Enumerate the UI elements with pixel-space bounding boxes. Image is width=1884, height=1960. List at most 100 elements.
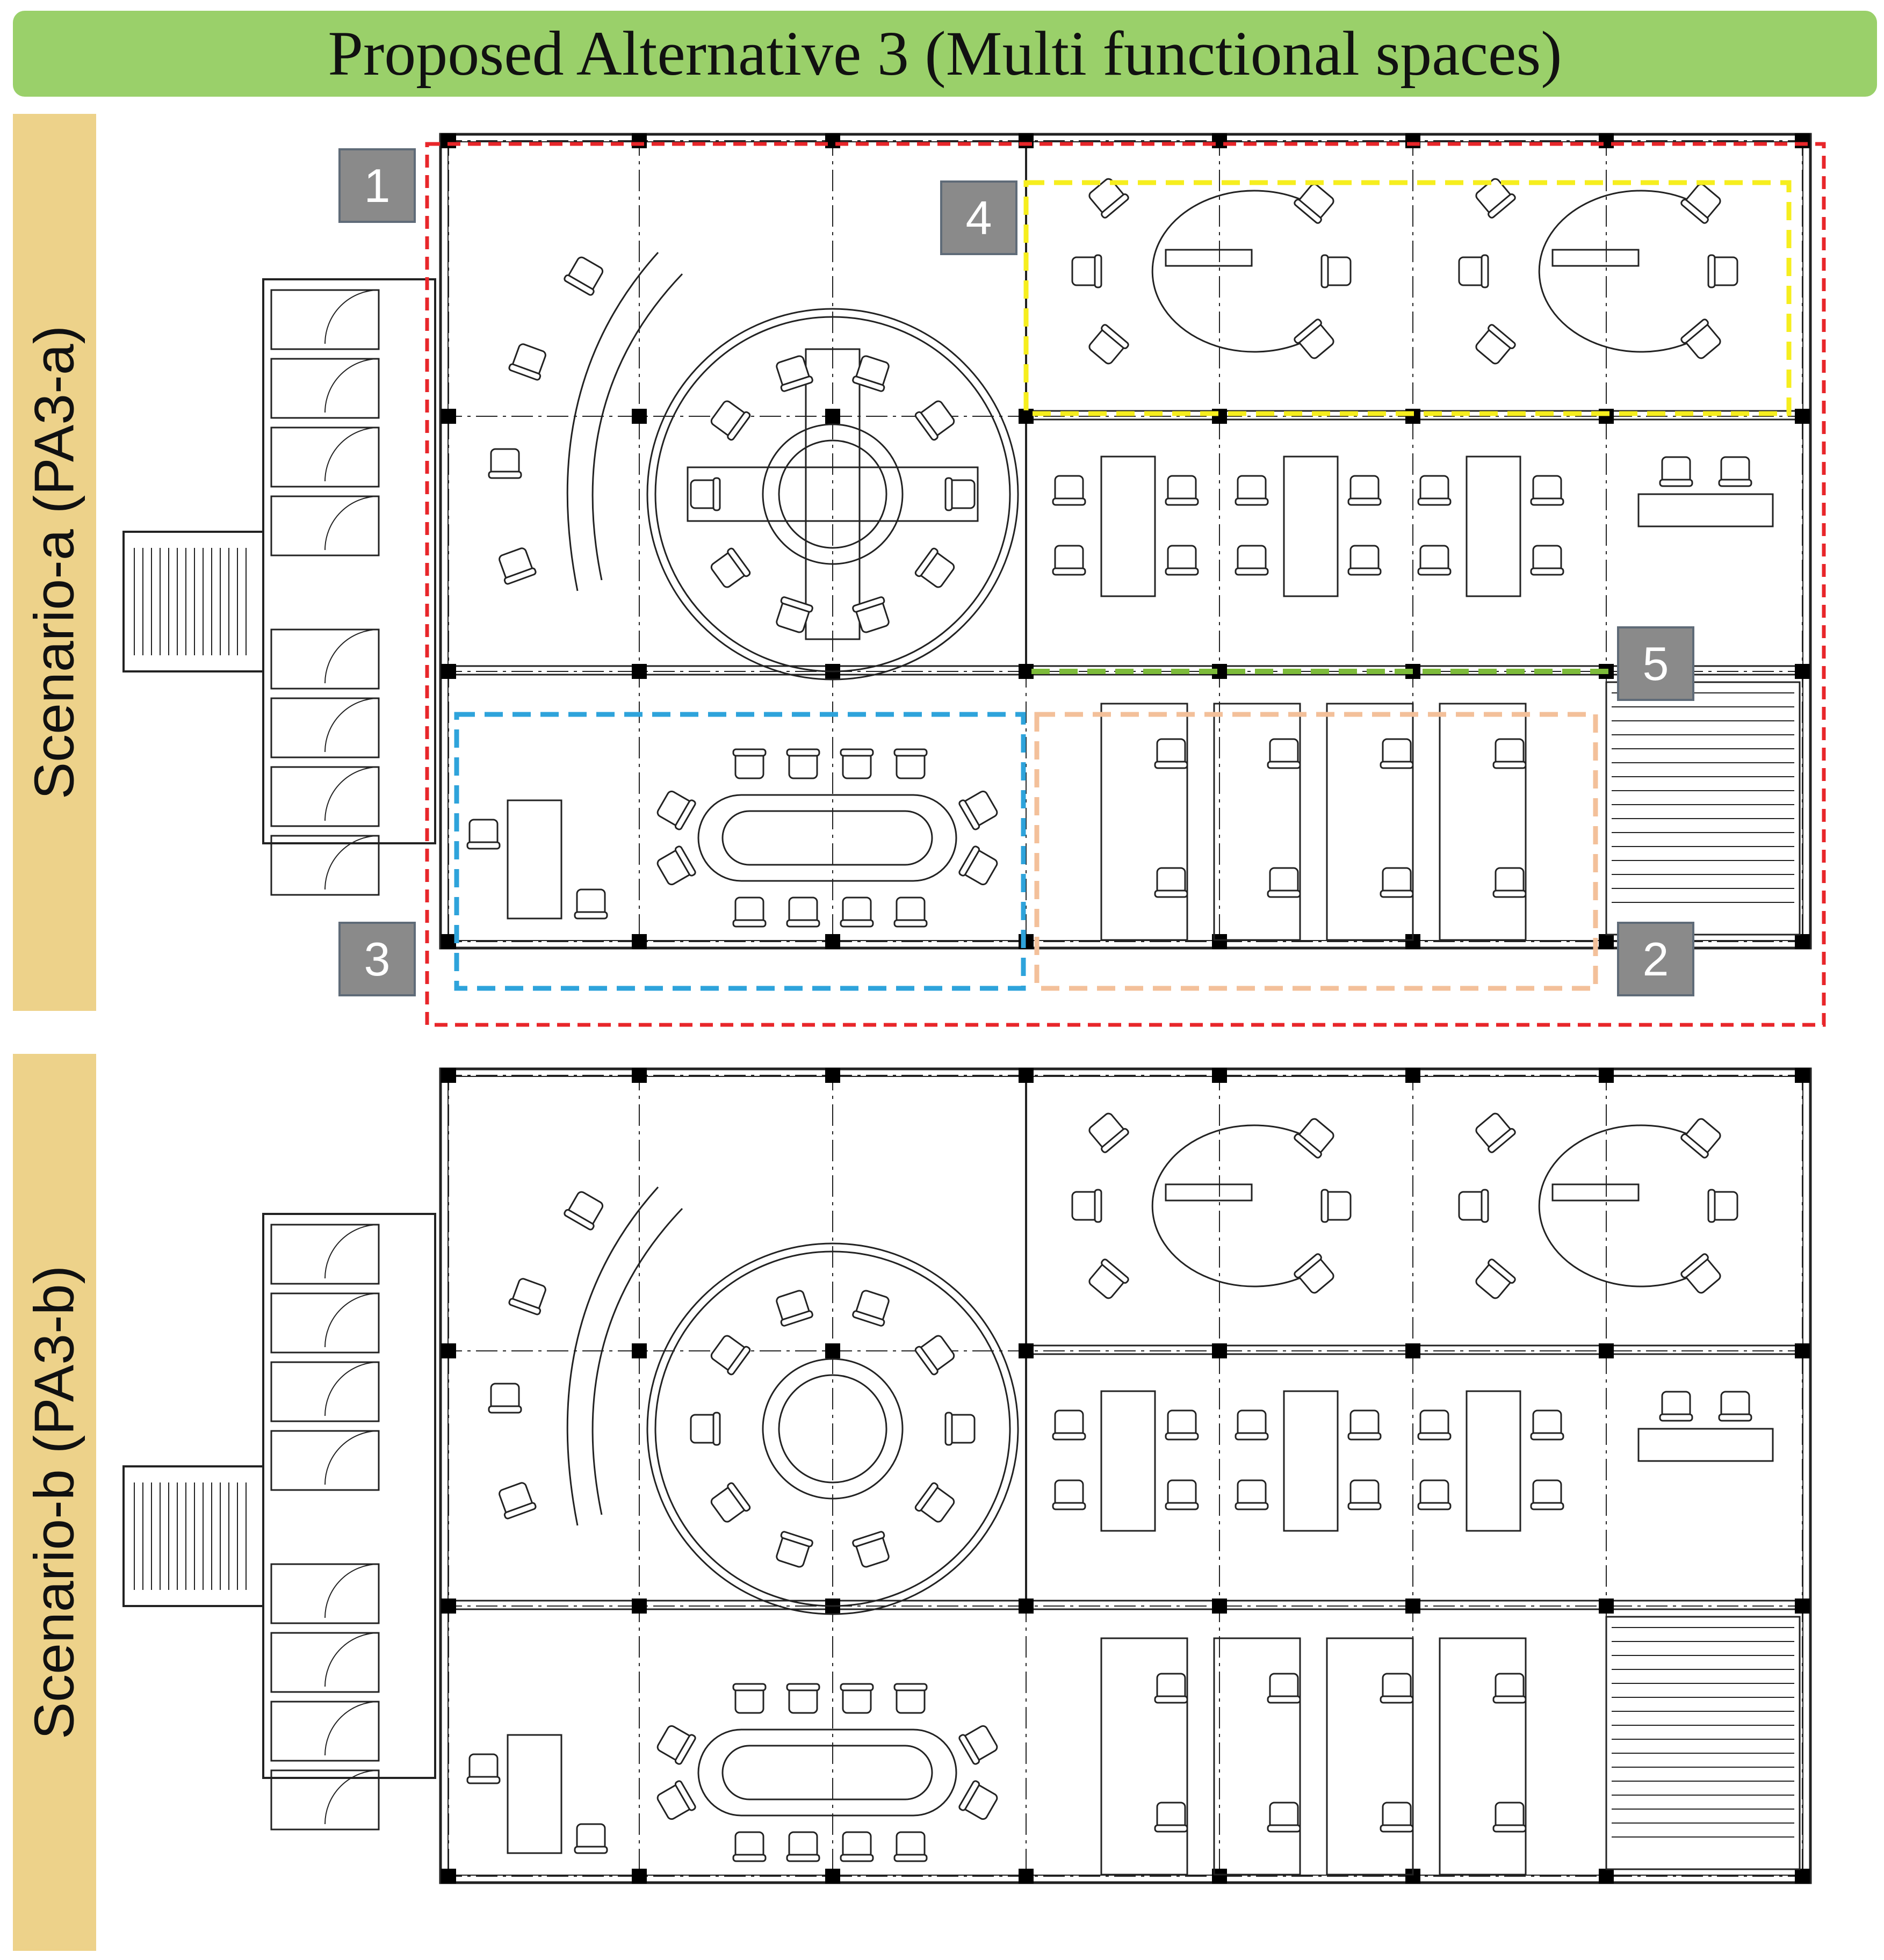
chair-icon xyxy=(1475,1259,1516,1299)
chair-back xyxy=(1380,1824,1414,1833)
zone-marker-4: 4 xyxy=(940,180,1017,255)
chair-back xyxy=(1492,761,1527,769)
chair-back xyxy=(732,1683,767,1691)
structural-column xyxy=(1212,409,1227,424)
chair-back xyxy=(944,1412,953,1446)
structural-column xyxy=(825,1343,840,1358)
structural-column xyxy=(1599,1068,1614,1083)
desk-cluster xyxy=(1466,1390,1521,1532)
chair-icon xyxy=(914,547,955,588)
chair-icon xyxy=(1680,1253,1721,1294)
side-desk xyxy=(1637,1428,1774,1462)
wc-stall xyxy=(270,1769,380,1831)
chair-back xyxy=(1101,193,1129,219)
chair-back xyxy=(786,748,820,757)
zone-marker-3: 3 xyxy=(338,922,416,996)
chair-back xyxy=(1718,479,1752,487)
chair-back xyxy=(840,1854,874,1862)
desk-cluster xyxy=(1100,455,1156,597)
structural-column xyxy=(632,1599,647,1614)
chair-icon xyxy=(852,355,890,392)
structural-column xyxy=(632,934,647,949)
structural-column xyxy=(825,133,840,148)
chair-icon xyxy=(893,1683,928,1714)
chair-back xyxy=(1347,1502,1382,1510)
chair-back xyxy=(1488,193,1516,219)
chair-icon xyxy=(1320,254,1352,288)
chair-icon xyxy=(710,1482,751,1523)
reception-desk xyxy=(591,273,683,581)
structural-column xyxy=(1795,1599,1810,1614)
zone-marker-box xyxy=(338,148,416,223)
chair-icon xyxy=(732,1683,767,1714)
chair-icon xyxy=(1347,475,1382,506)
chair-icon xyxy=(574,1823,608,1854)
door-swing xyxy=(324,1430,379,1485)
structural-column xyxy=(441,664,456,679)
chair-back xyxy=(466,1776,501,1784)
structural-column xyxy=(1795,934,1810,949)
chair-icon xyxy=(656,1725,696,1765)
conference-table-inner xyxy=(721,1745,933,1800)
figure-title: Proposed Alternative 3 (Multi functional… xyxy=(328,18,1562,89)
chair-back xyxy=(1530,567,1564,576)
round-table xyxy=(762,423,904,565)
structural-column xyxy=(1019,1343,1034,1358)
chair-icon xyxy=(776,1290,813,1327)
building-outer-wall xyxy=(439,1067,1812,1884)
chair-back xyxy=(674,799,696,830)
structural-column xyxy=(1212,1068,1227,1083)
chair-icon xyxy=(690,477,721,511)
desk-surface xyxy=(1551,249,1640,267)
chair-back xyxy=(564,274,595,296)
chair-icon xyxy=(488,448,522,479)
chair-back xyxy=(786,1854,820,1862)
building-outer-wall xyxy=(439,133,1812,950)
chair-back xyxy=(1267,889,1301,898)
chair-back xyxy=(1680,199,1709,224)
conference-table-inner xyxy=(721,810,933,866)
chair-icon xyxy=(1707,1189,1738,1223)
wc-stall xyxy=(270,1563,380,1624)
chair-back xyxy=(780,375,813,392)
chair-icon xyxy=(893,748,928,779)
chair-icon xyxy=(1071,1189,1102,1223)
door-swing xyxy=(324,427,379,482)
chair-icon xyxy=(1088,1259,1129,1299)
chair-back xyxy=(1320,1189,1329,1223)
chair-icon xyxy=(488,1383,522,1414)
chair-back xyxy=(1267,1695,1301,1704)
chair-back xyxy=(1530,497,1564,506)
chair-back xyxy=(893,748,928,757)
partition-wall xyxy=(439,1600,1811,1610)
chair-back xyxy=(786,919,820,928)
chair-icon xyxy=(1052,1479,1086,1510)
structural-column xyxy=(632,1869,647,1884)
chair-back xyxy=(1165,1432,1199,1441)
zone-marker-number: 5 xyxy=(1643,637,1669,690)
chair-back xyxy=(914,1482,939,1512)
chair-icon xyxy=(1475,324,1516,365)
round-table-inner xyxy=(778,439,887,549)
zone-4-highlight xyxy=(1023,180,1792,416)
structural-column xyxy=(441,934,456,949)
chair-back xyxy=(786,1683,820,1691)
chair-back xyxy=(1235,567,1269,576)
chair-back xyxy=(574,1846,608,1854)
chair-icon xyxy=(1165,1409,1199,1441)
chair-icon xyxy=(499,547,537,585)
round-room-inner xyxy=(654,316,1011,672)
round-room-outer xyxy=(646,308,1019,681)
zone-marker-box xyxy=(338,922,416,996)
chair-back xyxy=(840,919,874,928)
chair-back xyxy=(1320,254,1329,288)
curved-workstation xyxy=(1538,190,1693,353)
structural-column xyxy=(632,664,647,679)
chair-icon xyxy=(1052,1409,1086,1441)
chair-icon xyxy=(656,790,696,830)
structural-column xyxy=(1795,1068,1810,1083)
chair-back xyxy=(1094,254,1102,288)
chair-back xyxy=(1417,497,1452,506)
chair-back xyxy=(1052,1502,1086,1510)
chair-back xyxy=(1235,1432,1269,1441)
